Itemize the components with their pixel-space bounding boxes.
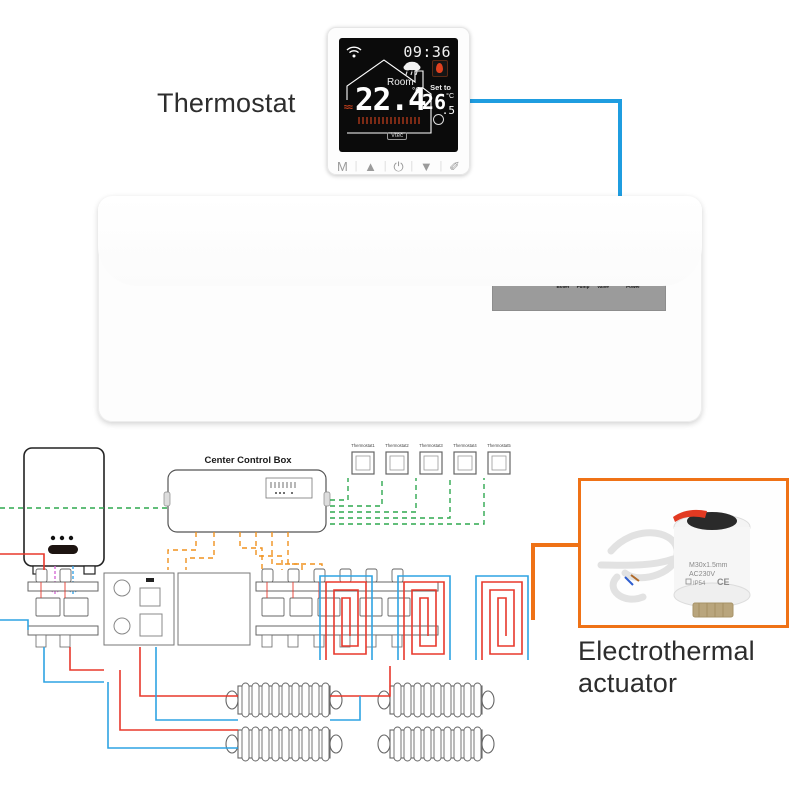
schematic-thermostat-label: Thermostat1 <box>351 443 375 448</box>
status-led-valve <box>599 273 607 281</box>
flame-icon <box>432 60 448 77</box>
channel-icon-7: 7 <box>623 233 634 246</box>
set-temperature-unit: °C <box>446 93 454 100</box>
button-divider: | <box>410 160 414 172</box>
actuator-photo-inset: M30x1.5mm AC230V IP54 CE <box>578 478 789 628</box>
power-wiring <box>167 532 323 570</box>
channel-led-5 <box>595 248 604 256</box>
pipe-network <box>0 553 104 683</box>
button-divider: | <box>354 160 358 172</box>
signal-wiring <box>0 478 485 525</box>
radiator-piping <box>107 647 391 749</box>
page-title-actuator: Electrothermal actuator <box>578 636 755 700</box>
channel-led-6 <box>609 248 618 256</box>
channel-icon-5: 5 <box>595 233 606 246</box>
lock-button[interactable]: ✐ <box>449 158 460 174</box>
radiator <box>377 682 495 718</box>
status-led-power <box>629 273 637 281</box>
channel-icon-2: 2 <box>553 233 564 246</box>
boiler-unit <box>23 447 105 575</box>
radiator-group <box>225 682 495 762</box>
actuator-ce-mark: CE <box>717 577 730 587</box>
status-label-valve: Valve <box>597 284 609 289</box>
clock-icon <box>433 114 444 125</box>
schematic-thermostat <box>487 451 511 475</box>
status-led-boiler <box>559 273 567 281</box>
wifi-icon <box>346 46 362 58</box>
manifold-assembly <box>27 568 439 648</box>
set-temperature-value: 26 <box>421 90 446 114</box>
thermostat-device[interactable]: 09:36 Room 22.4 °C Set to 26 °C .5 ≈≈ <box>327 27 470 175</box>
underfloor-loop <box>397 575 451 660</box>
status-led-pump <box>579 273 587 281</box>
channel-icon-1: 1 <box>539 233 550 246</box>
schematic-thermostat-label: Thermostat4 <box>453 443 477 448</box>
house-outline-icon <box>346 59 432 134</box>
heating-waves-icon: ≈≈ <box>344 102 353 112</box>
schematic-thermostat <box>453 451 477 475</box>
system-schematic: gas water Center Control Box <box>0 443 529 762</box>
schematic-thermostat <box>351 451 375 475</box>
actuator-label-line2: actuator <box>578 667 678 698</box>
page-title-thermostat: Thermostat <box>157 88 296 118</box>
radiator <box>225 682 343 718</box>
channel-led-2 <box>553 248 562 256</box>
down-button[interactable]: ▼ <box>419 158 433 174</box>
radiator <box>225 726 343 762</box>
actuator-label-line1: Electrothermal <box>578 636 755 666</box>
thermostat-screen: 09:36 Room 22.4 °C Set to 26 °C .5 ≈≈ <box>339 38 458 152</box>
floor-heating-bars-icon <box>358 117 420 124</box>
channel-icon-4: 4 <box>581 233 592 246</box>
thermostat-icon-row <box>351 451 511 475</box>
thermostat-clock: 09:36 <box>403 43 451 61</box>
button-divider: | <box>439 160 443 172</box>
underfloor-loop <box>475 575 529 660</box>
channel-icon-8: 8 <box>637 233 648 246</box>
room-label: Room <box>387 77 414 88</box>
center-control-box <box>163 469 331 533</box>
channel-led-8 <box>637 248 646 256</box>
power-button[interactable]: ⏻ <box>393 158 404 174</box>
schematic-thermostat <box>419 451 443 475</box>
center-control-box-label: Center Control Box <box>204 455 292 466</box>
status-label-power: Power <box>626 284 640 289</box>
actuator-thread-spec: M30x1.5mm <box>689 562 728 569</box>
button-divider: | <box>383 160 387 172</box>
channel-led-7 <box>623 248 632 256</box>
status-label-pump: Pump <box>576 284 590 289</box>
set-temperature-decimal: .5 <box>441 104 455 117</box>
channel-icon-3: 3 <box>567 233 578 246</box>
mode-chip: Vtec <box>387 132 408 140</box>
channel-icon-6: 6 <box>609 233 620 246</box>
radiator <box>377 726 495 762</box>
status-label-boiler: Boiler <box>556 284 570 289</box>
schematic-thermostat <box>385 451 409 475</box>
actuator-ip-spec: IP54 <box>693 581 706 587</box>
cloud-rain-icon <box>403 61 421 76</box>
thermostat-button-row[interactable]: M | ▲ | ⏻ | ▼ | ✐ <box>337 157 460 175</box>
schematic-thermostat-label: Thermostat5 <box>487 443 511 448</box>
schematic-thermostat-labels: Thermostat1 Thermostat2 Thermostat3 Thermos… <box>351 443 511 448</box>
up-button[interactable]: ▲ <box>364 158 378 174</box>
channel-led-1 <box>539 248 548 256</box>
room-temperature-unit: °C <box>412 86 421 95</box>
channel-led-4 <box>581 248 590 256</box>
actuator-voltage-spec: AC230V <box>689 571 715 578</box>
channel-led-3 <box>567 248 576 256</box>
thermostat-connector-line <box>470 99 622 197</box>
mode-button[interactable]: M <box>337 158 348 174</box>
underfloor-loop <box>319 575 373 660</box>
room-temperature-value: 22.4 <box>355 82 427 118</box>
schematic-thermostat-label: Thermostat3 <box>419 443 443 448</box>
set-to-label: Set to <box>430 83 451 92</box>
underfloor-loop-group <box>319 575 529 660</box>
actuator-illustration: M30x1.5mm AC230V IP54 CE <box>581 481 786 625</box>
schematic-thermostat-label: Thermostat2 <box>385 443 409 448</box>
